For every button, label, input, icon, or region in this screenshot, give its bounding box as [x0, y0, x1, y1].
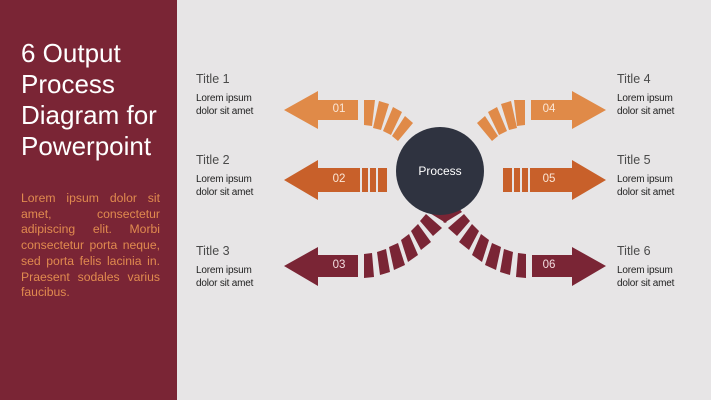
output-text-line: dolor sit amet	[617, 277, 675, 289]
output-text-line: Lorem ipsum	[196, 265, 252, 276]
output-text-line: Lorem ipsum	[196, 93, 252, 104]
output-label-3: Title 3 Lorem ipsum dolor sit amet	[196, 244, 253, 290]
output-title: Title 4	[617, 72, 651, 86]
output-arrow-05	[503, 160, 606, 200]
output-title: Title 6	[617, 244, 651, 258]
arrow-number-05: 05	[542, 173, 556, 185]
output-title: Title 2	[196, 153, 230, 167]
output-arrow-02	[284, 160, 387, 200]
output-text-line: dolor sit amet	[196, 277, 254, 289]
output-text-line: Lorem ipsum	[196, 174, 252, 185]
arrow-number-04: 04	[542, 103, 556, 115]
output-label-5: Title 5 Lorem ipsum dolor sit amet	[617, 153, 674, 199]
output-arrow-06	[440, 207, 606, 286]
output-text: Lorem ipsum dolor sit amet	[196, 93, 253, 118]
output-arrow-01	[284, 91, 413, 141]
output-text-line: dolor sit amet	[617, 105, 675, 117]
slide-description: Lorem ipsum dolor sit amet, consectetur …	[21, 191, 160, 300]
output-title: Title 3	[196, 244, 230, 258]
output-text: Lorem ipsum dolor sit amet	[617, 265, 674, 290]
output-arrow-04	[477, 91, 606, 141]
output-label-6: Title 6 Lorem ipsum dolor sit amet	[617, 244, 674, 290]
output-text: Lorem ipsum dolor sit amet	[617, 93, 674, 118]
title-panel: 6 Output Process Diagram for Powerpoint …	[0, 0, 177, 400]
output-label-4: Title 4 Lorem ipsum dolor sit amet	[617, 72, 674, 118]
output-text: Lorem ipsum dolor sit amet	[617, 174, 674, 199]
arrow-number-03: 03	[332, 259, 346, 271]
slide-title: 6 Output Process Diagram for Powerpoint	[21, 38, 157, 161]
output-title: Title 5	[617, 153, 651, 167]
hub-label: Process	[418, 164, 462, 178]
output-text-line: Lorem ipsum	[617, 174, 673, 185]
output-text-line: dolor sit amet	[617, 186, 675, 198]
output-title: Title 1	[196, 72, 230, 86]
output-text-line: Lorem ipsum	[617, 93, 673, 104]
arrow-number-06: 06	[542, 259, 556, 271]
arrow-number-01: 01	[332, 103, 346, 115]
process-hub	[396, 127, 484, 215]
output-arrow-03	[284, 207, 450, 286]
arrow-number-02: 02	[332, 173, 346, 185]
output-text-line: dolor sit amet	[196, 186, 254, 198]
output-text: Lorem ipsum dolor sit amet	[196, 174, 253, 199]
output-text-line: Lorem ipsum	[617, 265, 673, 276]
output-label-1: Title 1 Lorem ipsum dolor sit amet	[196, 72, 253, 118]
output-text: Lorem ipsum dolor sit amet	[196, 265, 253, 290]
output-label-2: Title 2 Lorem ipsum dolor sit amet	[196, 153, 253, 199]
output-text-line: dolor sit amet	[196, 105, 254, 117]
